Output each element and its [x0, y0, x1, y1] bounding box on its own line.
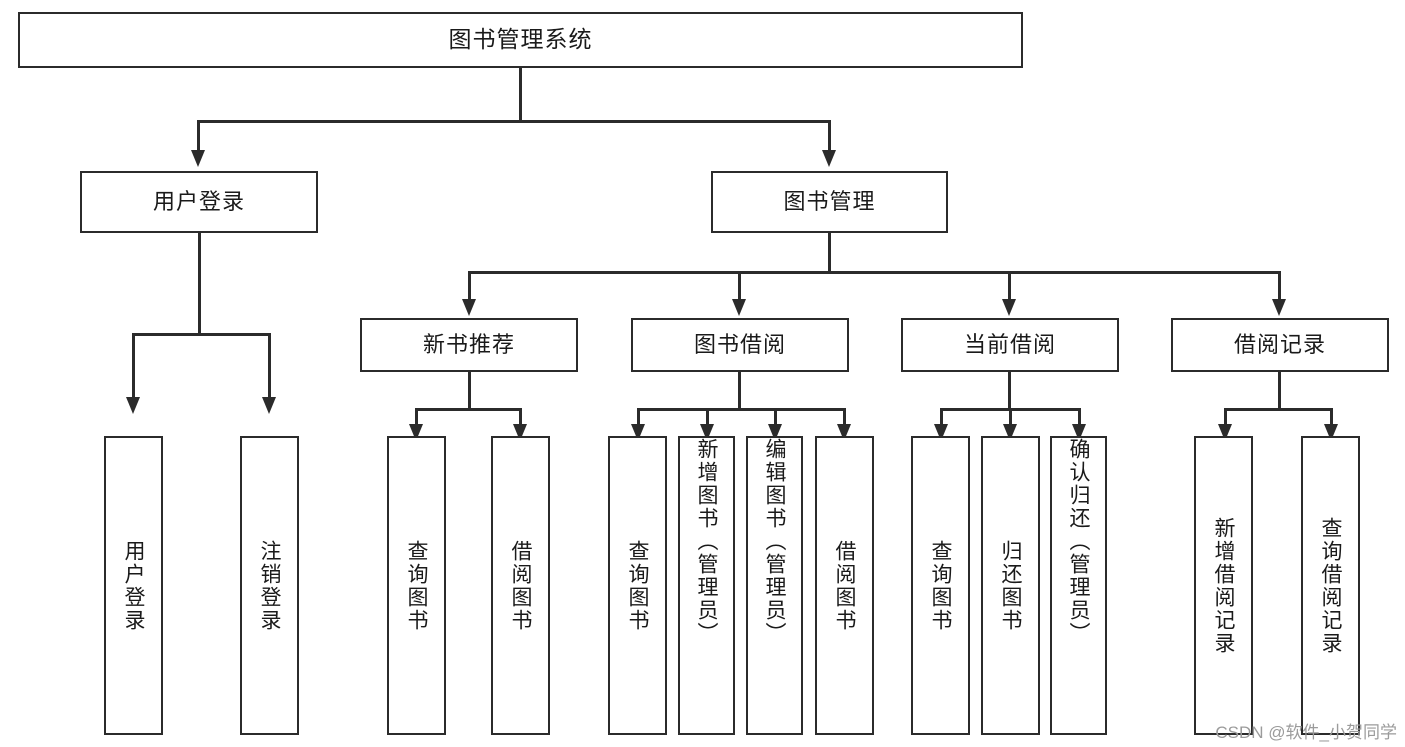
edge-book-borrow-drop-1	[637, 408, 640, 426]
node-label: 用户登录	[152, 188, 245, 214]
node-book-management[interactable]: 图书管理	[711, 171, 948, 233]
edge-book-management-stem	[828, 233, 831, 273]
leaf-logout[interactable]: 注销登录	[240, 436, 299, 735]
edge-book-borrow-drop-3	[774, 408, 777, 426]
edge-borrow-record-bus	[1224, 408, 1332, 411]
edge-user-login-leaf-drop-1	[132, 333, 135, 399]
edge-level3-bus	[468, 271, 1280, 274]
node-root-book-management-system[interactable]: 图书管理系统	[18, 12, 1023, 68]
node-borrowing-record[interactable]: 借阅记录	[1171, 318, 1389, 372]
leaf-confirm-return-admin[interactable]: 确认归还（管理员）	[1050, 436, 1107, 735]
arrowhead-book-borrow	[732, 299, 746, 316]
node-label: 查询图书	[929, 539, 952, 632]
edge-user-login-leaf-drop-2	[268, 333, 271, 399]
node-label: 新增图书（管理员）	[695, 438, 718, 645]
edge-borrow-record-drop-2	[1330, 408, 1333, 426]
node-label: 图书管理系统	[448, 26, 593, 53]
arrowhead-leaf-logout	[262, 397, 276, 414]
edge-current-borrow-drop-2	[1009, 408, 1012, 426]
edge-book-borrow-drop-2	[706, 408, 709, 426]
node-label: 用户登录	[122, 539, 145, 632]
node-label: 借阅图书	[833, 539, 856, 632]
leaf-add-book-admin[interactable]: 新增图书（管理员）	[678, 436, 735, 735]
edge-root-stem	[519, 68, 522, 122]
leaf-borrow-book-recommendation[interactable]: 借阅图书	[491, 436, 550, 735]
node-label: 借阅图书	[509, 539, 532, 632]
edge-current-borrow-stem	[1008, 372, 1011, 410]
node-label: 确认归还（管理员）	[1067, 438, 1090, 645]
arrowhead-leaf-user-login	[126, 397, 140, 414]
node-label: 查询图书	[626, 539, 649, 632]
edge-drop-new-book-rec	[468, 271, 471, 301]
edge-new-book-rec-drop-2	[519, 408, 522, 426]
leaf-add-borrow-record[interactable]: 新增借阅记录	[1194, 436, 1253, 735]
arrowhead-book-management	[822, 150, 836, 167]
node-label: 新增借阅记录	[1212, 516, 1235, 655]
leaf-edit-book-admin[interactable]: 编辑图书（管理员）	[746, 436, 803, 735]
node-current-borrowing[interactable]: 当前借阅	[901, 318, 1119, 372]
node-label: 归还图书	[999, 539, 1022, 632]
node-label: 编辑图书（管理员）	[763, 438, 786, 645]
edge-borrow-record-stem	[1278, 372, 1281, 410]
arrowhead-new-book-rec	[462, 299, 476, 316]
node-new-book-recommendation[interactable]: 新书推荐	[360, 318, 578, 372]
leaf-query-book-recommendation[interactable]: 查询图书	[387, 436, 446, 735]
edge-user-login-leaf-bus	[132, 333, 270, 336]
leaf-user-login[interactable]: 用户登录	[104, 436, 163, 735]
node-label: 借阅记录	[1233, 331, 1326, 357]
edge-current-borrow-drop-1	[940, 408, 943, 426]
leaf-query-borrow-record[interactable]: 查询借阅记录	[1301, 436, 1360, 735]
edge-user-login-stem	[198, 233, 201, 335]
edge-book-borrow-bus	[637, 408, 846, 411]
node-label: 查询借阅记录	[1319, 516, 1342, 655]
edge-new-book-rec-drop-1	[415, 408, 418, 426]
edge-new-book-rec-stem	[468, 372, 471, 410]
node-label: 注销登录	[258, 539, 281, 632]
edge-level2-bus	[197, 120, 831, 123]
leaf-return-book[interactable]: 归还图书	[981, 436, 1040, 735]
node-label: 图书借阅	[693, 331, 786, 357]
edge-current-borrow-drop-3	[1078, 408, 1081, 426]
edge-drop-book-management	[828, 120, 831, 152]
edge-new-book-rec-bus	[415, 408, 521, 411]
node-user-login[interactable]: 用户登录	[80, 171, 318, 233]
leaf-borrow-book-borrowing[interactable]: 借阅图书	[815, 436, 874, 735]
edge-drop-current-borrow	[1008, 271, 1011, 301]
arrowhead-borrow-record	[1272, 299, 1286, 316]
arrowhead-current-borrow	[1002, 299, 1016, 316]
leaf-query-book-borrowing[interactable]: 查询图书	[608, 436, 667, 735]
leaf-query-book-current[interactable]: 查询图书	[911, 436, 970, 735]
node-label: 新书推荐	[422, 331, 515, 357]
edge-book-borrow-drop-4	[843, 408, 846, 426]
edge-book-borrow-stem	[738, 372, 741, 410]
node-label: 图书管理	[783, 188, 876, 214]
node-label: 查询图书	[405, 539, 428, 632]
arrowhead-user-login	[191, 150, 205, 167]
edge-borrow-record-drop-1	[1224, 408, 1227, 426]
edge-drop-borrow-record	[1278, 271, 1281, 301]
node-label: 当前借阅	[963, 331, 1056, 357]
edge-drop-book-borrow	[738, 271, 741, 301]
edge-drop-user-login	[197, 120, 200, 152]
node-book-borrowing[interactable]: 图书借阅	[631, 318, 849, 372]
